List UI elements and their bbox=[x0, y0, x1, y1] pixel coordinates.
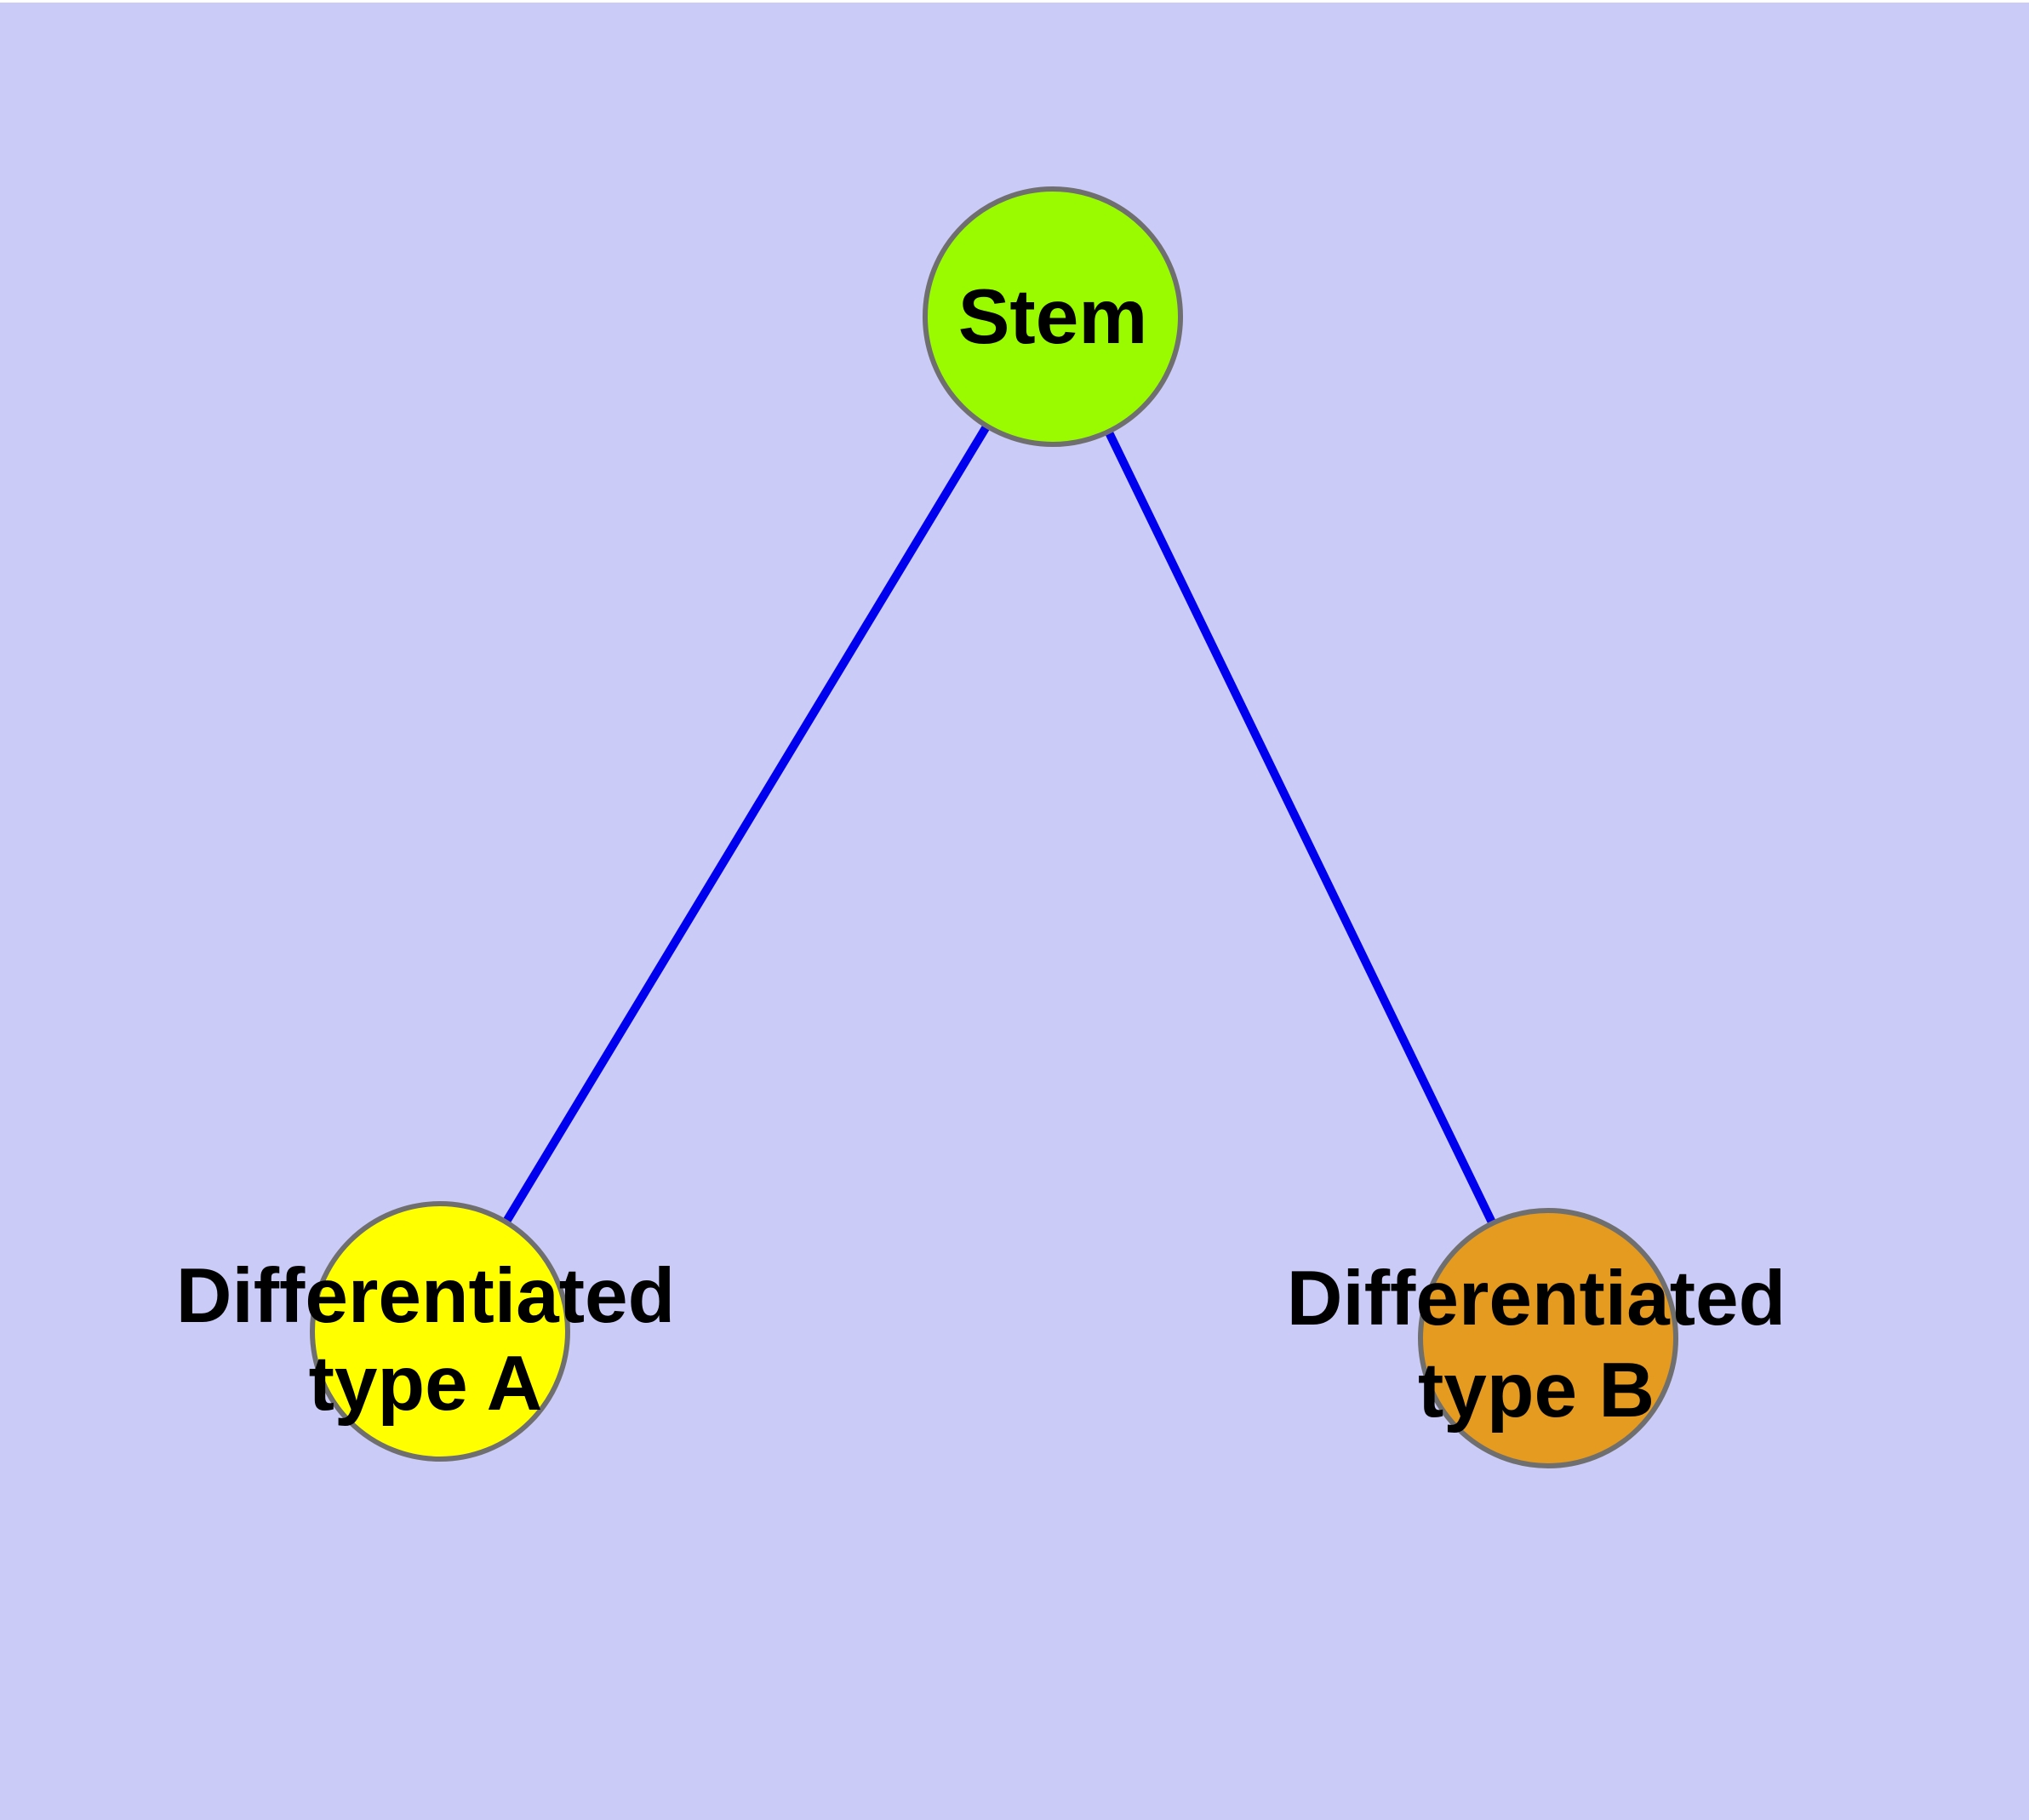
stem-node-label: Stem bbox=[958, 274, 1148, 360]
type-a-label-line-2: type A bbox=[309, 1341, 543, 1427]
edge-stem-to-type-b bbox=[1049, 314, 1552, 1341]
type-b-node-circle bbox=[1418, 1208, 1678, 1468]
type-b-label-line-2: type B bbox=[1418, 1348, 1655, 1434]
type-b-label-line-1: Differentiated bbox=[1287, 1256, 1786, 1342]
edge-stem-to-type-a bbox=[436, 314, 1057, 1334]
top-margin-strip bbox=[0, 0, 2029, 3]
type-a-label-line-1: Differentiated bbox=[176, 1253, 676, 1339]
stem-node-circle bbox=[923, 186, 1183, 447]
type-a-node-circle bbox=[310, 1201, 570, 1462]
